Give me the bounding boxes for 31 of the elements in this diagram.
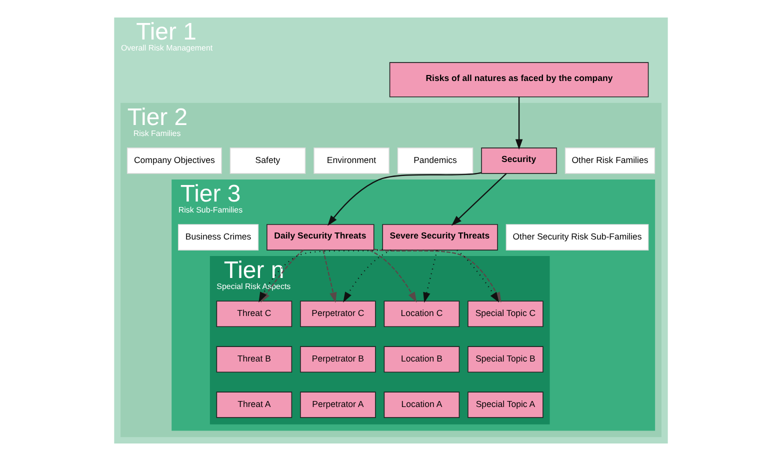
node-box: Other Security Risk Sub-Families (506, 224, 649, 250)
node-box: Other Risk Families (564, 148, 656, 174)
node-box: Pandemics (397, 148, 474, 174)
node-box: Perpetrator C (300, 300, 376, 328)
node-box: Security (481, 148, 557, 174)
node-box: Threat A (216, 392, 292, 418)
arrow (423, 250, 438, 303)
node-box: Special Topic C (468, 300, 544, 328)
arrow (456, 250, 500, 303)
arrow (369, 250, 417, 302)
node-box: Severe Security Threats (382, 224, 498, 250)
node-box: Special Topic B (468, 346, 544, 372)
node-box: Risks of all natures as faced by the company (389, 62, 649, 98)
node-box: Location B (384, 346, 460, 372)
node-box: Special Topic A (468, 392, 544, 418)
node-box: Perpetrator B (300, 346, 376, 372)
arrow (515, 96, 523, 150)
arrow (328, 172, 482, 226)
arrow (451, 173, 507, 226)
node-box: Perpetrator A (300, 392, 376, 418)
node-box: Safety (230, 148, 306, 174)
node-box: Business Crimes (178, 224, 259, 250)
node-box: Daily Security Threats (266, 224, 374, 250)
arrow (322, 250, 337, 303)
node-box: Location C (384, 300, 460, 328)
node-box: Threat C (216, 300, 292, 328)
node-box: Company Objectives (126, 148, 222, 174)
node-box: Environment (314, 148, 390, 174)
arrow (343, 250, 392, 302)
node-box: Location A (384, 392, 460, 418)
node-box: Threat B (216, 346, 292, 372)
